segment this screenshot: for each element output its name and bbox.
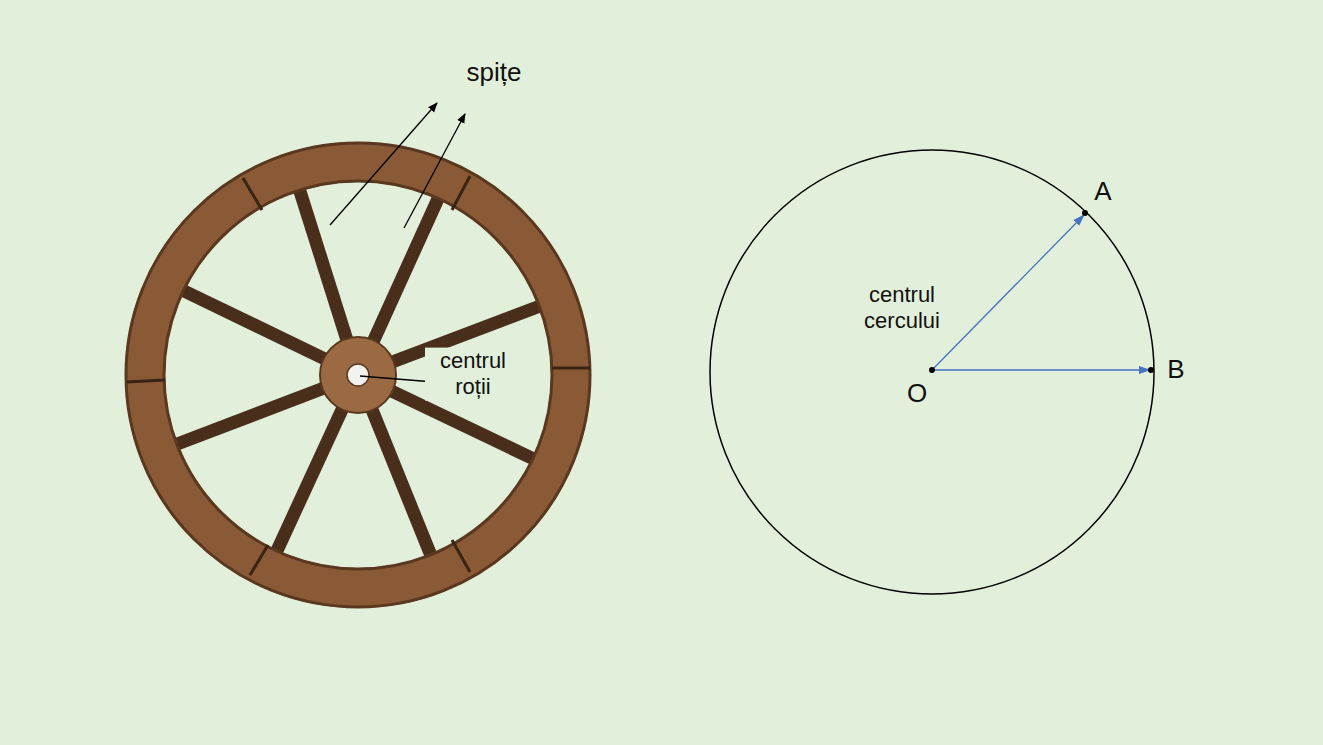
point-label: B <box>1167 354 1184 385</box>
wagon-wheel <box>126 143 590 607</box>
part-label: centrul roții <box>425 348 521 401</box>
part-label: spițe <box>467 57 522 88</box>
leader-arrows <box>330 103 465 383</box>
point-label: A <box>1094 176 1111 207</box>
point-label: O <box>907 378 927 409</box>
geometric-circle <box>710 150 1154 594</box>
part-label: centrul cercului <box>852 282 952 335</box>
